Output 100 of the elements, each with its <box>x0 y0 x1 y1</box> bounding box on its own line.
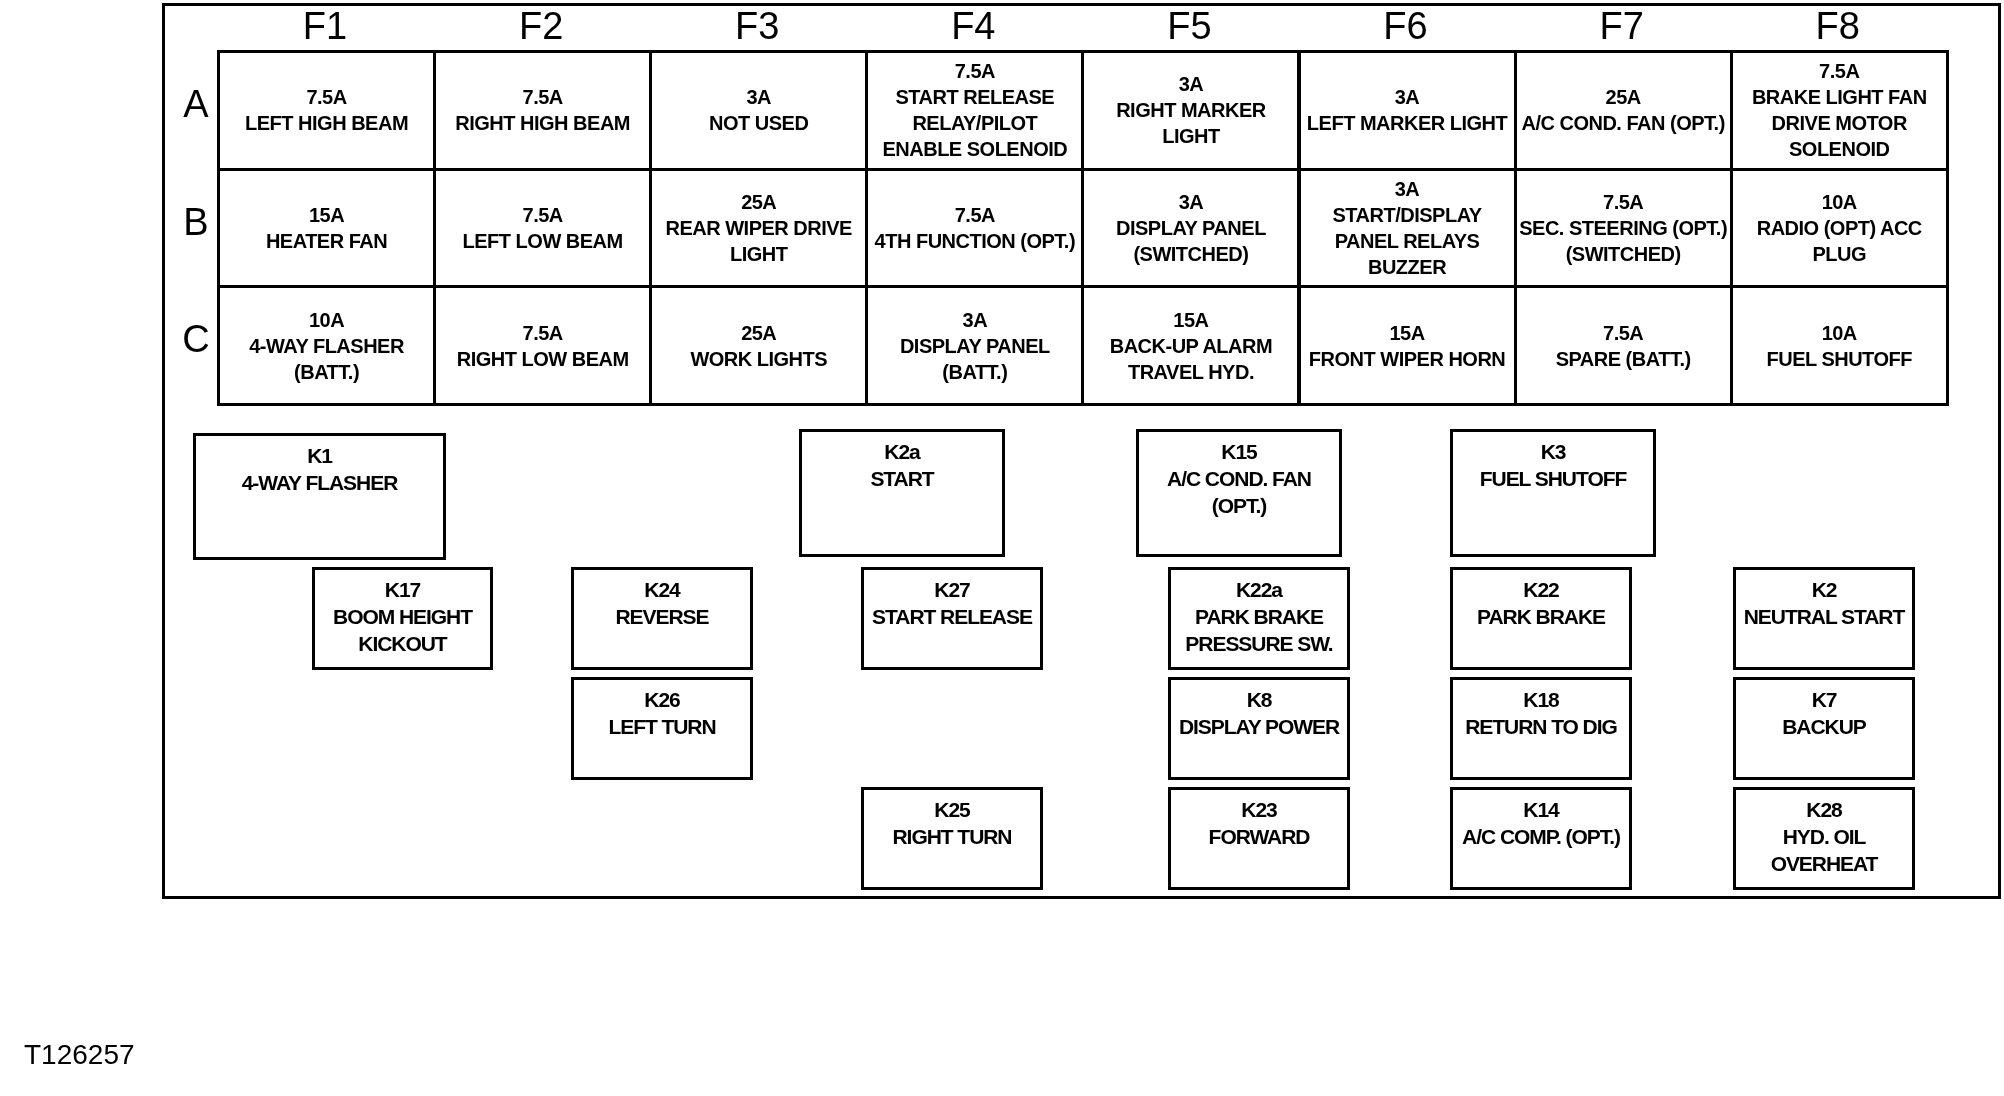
relay-function: DISPLAY POWER <box>1178 714 1340 740</box>
relay-number: K8 <box>1246 687 1272 713</box>
fuse-function: RADIO (OPT) ACC PLUG <box>1755 216 1923 268</box>
fuse-rating: 7.5A <box>1603 190 1644 216</box>
relay-number: K26 <box>644 687 680 713</box>
relay-box <box>799 429 1005 557</box>
fuse-function: RIGHT MARKER LIGHT <box>1115 98 1267 150</box>
relay-number: K14 <box>1523 797 1559 823</box>
fuse-function: SEC. STEERING (OPT.) (SWITCHED) <box>1518 216 1728 268</box>
fuse-rating: 7.5A <box>1603 320 1644 346</box>
fuse-function: HEATER FAN <box>265 229 388 255</box>
fuse-function: REAR WIPER DRIVE LIGHT <box>664 216 853 268</box>
relay-function: PARK BRAKE PRESSURE SW. <box>1184 604 1334 657</box>
fuse-function: DISPLAY PANEL (SWITCHED) <box>1115 216 1267 268</box>
fuse-function: FRONT WIPER HORN <box>1308 346 1506 372</box>
relay-number: K24 <box>644 577 680 603</box>
relay-number: K22 <box>1523 577 1559 603</box>
fuse-function: A/C COND. FAN (OPT.) <box>1521 111 1725 137</box>
relay-function: 4-WAY FLASHER <box>241 470 398 496</box>
relay-function: RIGHT TURN <box>892 824 1012 850</box>
row-label: B <box>182 199 210 244</box>
fuse-cell <box>1081 50 1301 171</box>
relay-number: K23 <box>1241 797 1277 823</box>
relay-function: A/C COMP. (OPT.) <box>1462 824 1620 850</box>
fuse-rating: 7.5A <box>306 85 347 111</box>
fuse-rating: 7.5A <box>522 320 563 346</box>
fuse-rating: 10A <box>1821 320 1857 346</box>
relay-box <box>1136 429 1342 557</box>
relay-function: FORWARD <box>1208 824 1310 850</box>
row-label: C <box>181 317 211 362</box>
relay-function: BACKUP <box>1782 714 1866 740</box>
column-label: F8 <box>1814 4 1861 48</box>
relay-box <box>1450 429 1656 557</box>
relay-box <box>1168 677 1350 780</box>
fuse-rating: 25A <box>741 190 777 216</box>
relay-function: RETURN TO DIG <box>1465 714 1617 740</box>
fuse-function: START/DISPLAY PANEL RELAYS BUZZER <box>1331 203 1483 281</box>
relay-number: K25 <box>934 797 970 823</box>
fuse-rating: 3A <box>1394 177 1420 203</box>
fuse-rating: 3A <box>746 85 771 111</box>
fuse-rating: 25A <box>741 320 777 346</box>
relay-box <box>1168 567 1350 670</box>
fuse-function: FUEL SHUTOFF <box>1766 346 1912 372</box>
fuse-function: 4-WAY FLASHER (BATT.) <box>248 333 405 385</box>
relay-number: K18 <box>1523 687 1559 713</box>
relay-number: K1 <box>307 443 332 469</box>
relay-number: K28 <box>1806 797 1842 823</box>
relay-function: FUEL SHUTOFF <box>1479 466 1627 492</box>
relay-box <box>571 567 753 670</box>
relay-number: K7 <box>1811 687 1837 713</box>
relay-function: NEUTRAL START <box>1743 604 1905 630</box>
relay-number: K22a <box>1236 577 1282 603</box>
relay-box <box>861 787 1043 890</box>
column-label: F2 <box>517 4 565 48</box>
relay-function: LEFT TURN <box>608 714 716 740</box>
fuse-function: START RELEASE RELAY/PILOT ENABLE SOLENOID <box>881 85 1069 163</box>
fuse-function: LEFT HIGH BEAM <box>245 111 409 137</box>
fuse-rating: 7.5A <box>954 59 995 85</box>
relay-function: A/C COND. FAN (OPT.) <box>1166 466 1312 519</box>
relay-function: HYD. OIL OVERHEAT <box>1769 824 1879 877</box>
fuse-rating: 15A <box>1173 307 1209 333</box>
fuse-rating: 10A <box>1821 190 1857 216</box>
fuse-cell <box>1081 285 1301 407</box>
relay-number: K15 <box>1221 439 1257 465</box>
row-label: A <box>182 82 210 126</box>
fuse-rating: 7.5A <box>522 203 563 229</box>
relay-number: K2 <box>1811 577 1837 603</box>
fuse-function: RIGHT LOW BEAM <box>456 346 629 372</box>
fuse-function: LEFT LOW BEAM <box>462 229 623 255</box>
relay-number: K2a <box>884 439 920 465</box>
column-label: F3 <box>734 4 781 48</box>
fuse-function: WORK LIGHTS <box>690 346 828 372</box>
fuse-function: 4TH FUNCTION (OPT.) <box>874 229 1076 255</box>
column-label: F7 <box>1598 4 1645 48</box>
relay-box <box>571 677 753 780</box>
fuse-rating: 7.5A <box>1819 59 1860 85</box>
relay-box <box>1733 787 1915 890</box>
relay-box <box>1733 567 1915 670</box>
fuse-function: LEFT MARKER LIGHT <box>1306 111 1508 137</box>
fuse-function: NOT USED <box>709 111 809 137</box>
relay-box <box>1450 677 1632 780</box>
relay-number: K27 <box>934 577 970 603</box>
fuse-rating: 7.5A <box>954 203 995 229</box>
fuse-rating: 3A <box>1178 190 1204 216</box>
fuse-function: DISPLAY PANEL (BATT.) <box>898 333 1051 385</box>
fuse-function: SPARE (BATT.) <box>1555 346 1691 372</box>
relay-box <box>1733 677 1915 780</box>
relay-function: BOOM HEIGHT KICKOUT <box>332 604 474 657</box>
fuse-function: RIGHT HIGH BEAM <box>455 111 630 137</box>
fuse-rating: 15A <box>1389 320 1425 346</box>
fuse-rating: 3A <box>962 307 988 333</box>
fuse-rating: 3A <box>1178 72 1204 98</box>
fuse-rating: 7.5A <box>522 85 563 111</box>
fuse-rating: 3A <box>1394 85 1420 111</box>
column-label: F5 <box>1166 4 1213 48</box>
relay-function: START RELEASE <box>872 604 1032 630</box>
column-label: F4 <box>950 4 997 48</box>
fuse-rating: 25A <box>1605 85 1641 111</box>
relay-function: START <box>870 466 934 492</box>
fuse-rating: 10A <box>308 307 345 333</box>
